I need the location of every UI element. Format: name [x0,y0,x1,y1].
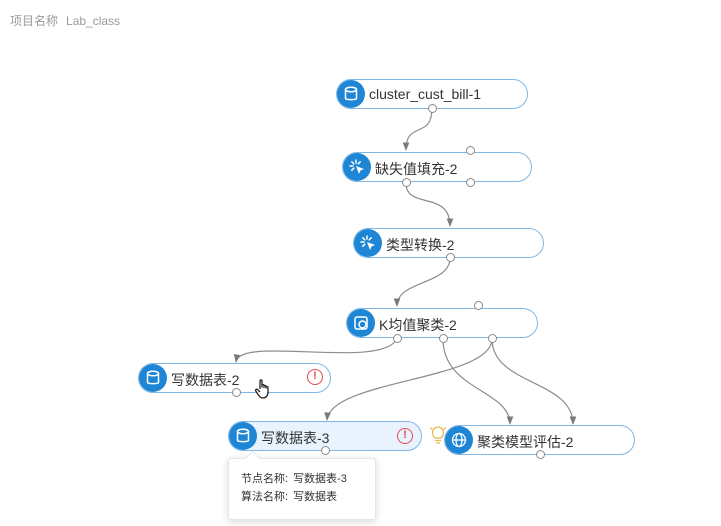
magic-wand-icon [343,153,371,181]
database-icon [229,422,257,450]
globe-icon [445,426,473,454]
output-port[interactable] [321,446,330,455]
tooltip-node-name-value: 写数据表-3 [293,473,347,485]
warning-icon[interactable]: ! [397,428,413,444]
edge-kmeans-to-eval-a [442,338,514,425]
cluster-icon [347,309,375,337]
database-icon [139,364,167,392]
warning-icon[interactable]: ! [307,369,323,385]
magic-wand-icon [354,229,382,257]
output-port[interactable] [428,104,437,113]
node-label: 类型转换-2 [386,237,455,253]
edge-kmeans-to-eval-b [491,338,577,425]
edge-kmeans-to-write2 [233,338,398,363]
node-kmeans[interactable]: K均值聚类-2 [346,308,538,338]
input-port[interactable] [474,301,483,310]
tooltip-algorithm-value: 写数据表 [293,491,338,503]
node-label: 缺失值填充-2 [375,161,458,177]
hand-cursor-icon [254,378,274,405]
output-port[interactable] [536,450,545,459]
project-title: 项目名称 Lab_class [10,12,120,29]
output-port[interactable] [393,334,402,343]
project-name-label: 项目名称 [10,14,59,28]
output-port[interactable] [466,178,475,187]
node-label: 写数据表-3 [261,430,330,446]
node-cluster-cust-bill[interactable]: cluster_cust_bill-1 [336,79,528,109]
output-port[interactable] [232,388,241,397]
node-fill-missing[interactable]: 缺失值填充-2 [342,152,532,182]
output-port[interactable] [488,334,497,343]
tooltip-node-name-label: 节点名称: [241,473,289,485]
tooltip-algorithm-row: 算法名称: 写数据表 [241,488,363,506]
node-label: cluster_cust_bill-1 [369,86,482,102]
project-name-value: Lab_class [66,14,121,28]
input-port[interactable] [466,146,475,155]
lightbulb-icon[interactable] [429,425,447,450]
tooltip-algorithm-label: 算法名称: [241,491,289,503]
output-port[interactable] [402,178,411,187]
edge-kmeans-to-write3 [324,338,493,421]
node-label: 聚类模型评估-2 [477,434,574,450]
tooltip-node-name-row: 节点名称: 写数据表-3 [241,470,363,488]
output-port[interactable] [439,334,448,343]
edge-source-to-fill [402,107,433,151]
node-label: 写数据表-2 [171,372,240,388]
node-label: K均值聚类-2 [379,317,457,333]
node-type-convert[interactable]: 类型转换-2 [353,228,544,258]
database-icon [337,80,365,108]
output-port[interactable] [446,253,455,262]
edge-fill-to-convert [405,182,454,227]
edge-convert-to-kmeans [393,257,451,307]
node-tooltip: 节点名称: 写数据表-3 算法名称: 写数据表 [228,450,376,520]
